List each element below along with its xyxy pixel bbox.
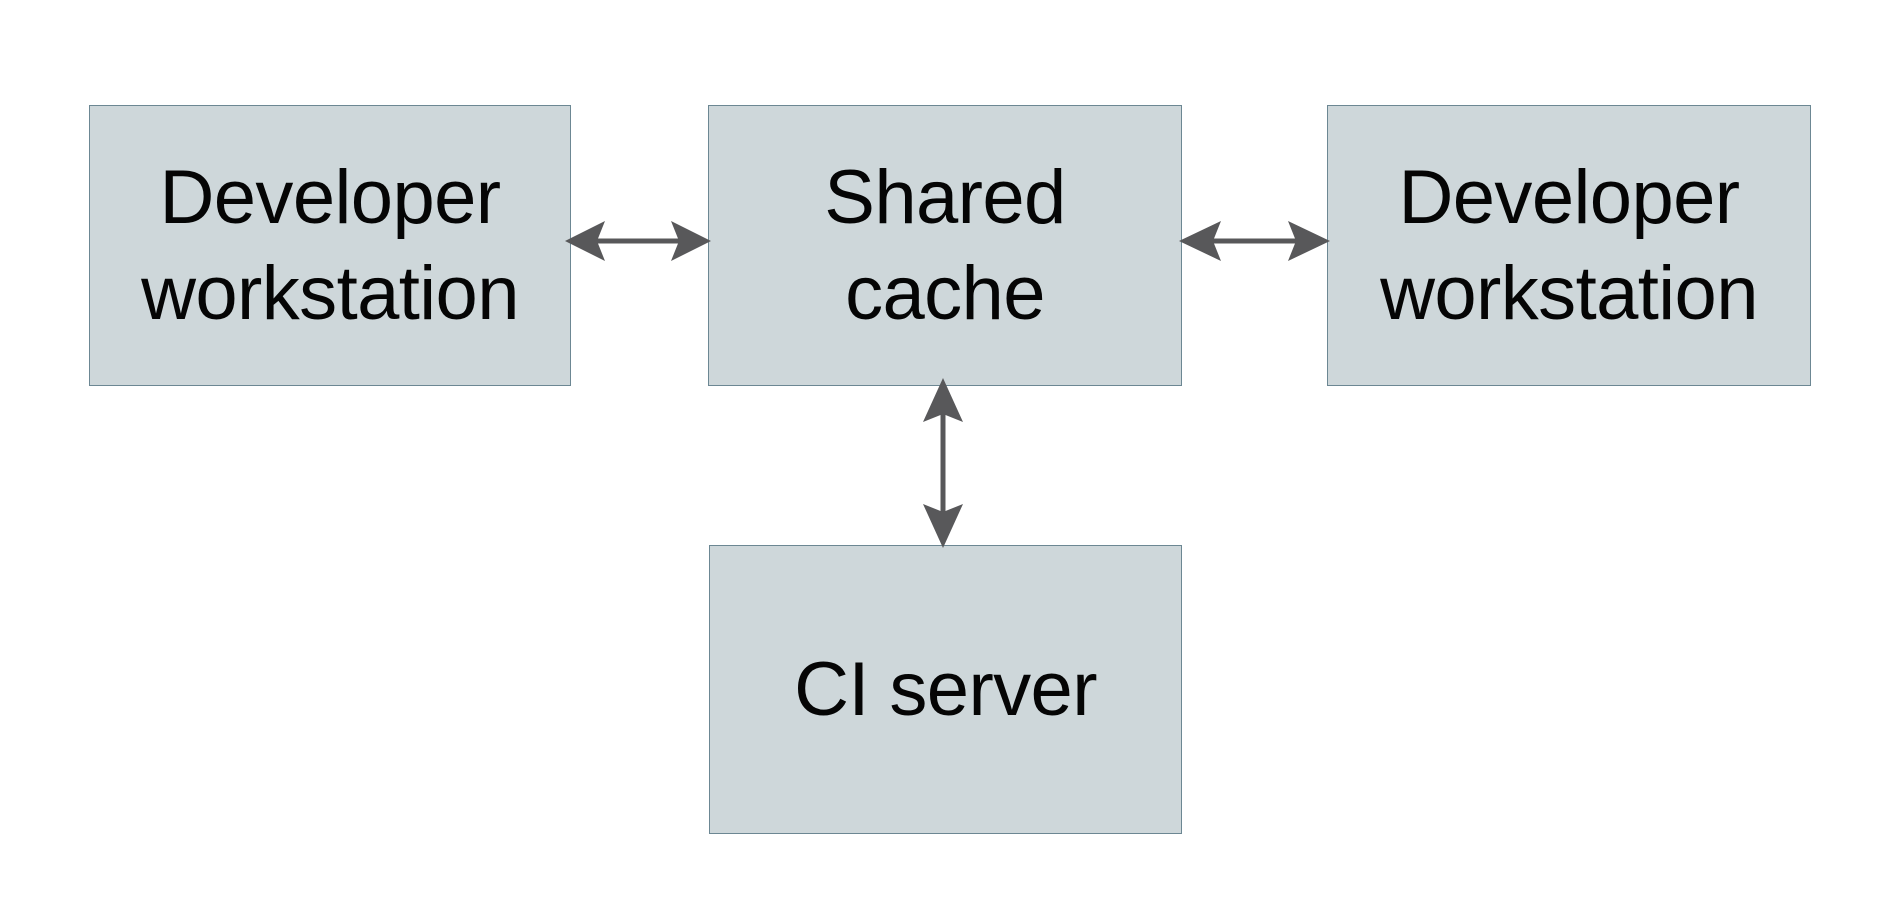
node-shared-cache[interactable]: Shared cache [708,105,1182,386]
arrowhead-left-icon [565,221,605,261]
node-ci-server[interactable]: CI server [709,545,1182,834]
connector-shaft [593,238,683,244]
arrowhead-right-icon [671,221,711,261]
connector-shared-cache-to-dev-right[interactable] [1177,205,1332,277]
connector-shared-cache-to-ci-server[interactable] [907,376,979,550]
node-developer-workstation-left[interactable]: Developer workstation [89,105,571,386]
connector-shaft [940,410,946,516]
node-label: Developer workstation [141,154,519,336]
node-label: Shared cache [824,154,1066,336]
node-label: CI server [794,646,1097,732]
arrowhead-up-icon [923,378,963,422]
connector-shaft [1209,238,1301,244]
arrowhead-right-icon [1288,221,1330,261]
connector-dev-left-to-shared-cache[interactable] [563,205,713,277]
arrowhead-down-icon [923,504,963,548]
arrowhead-left-icon [1179,221,1221,261]
node-label: Developer workstation [1380,154,1758,336]
node-developer-workstation-right[interactable]: Developer workstation [1327,105,1811,386]
